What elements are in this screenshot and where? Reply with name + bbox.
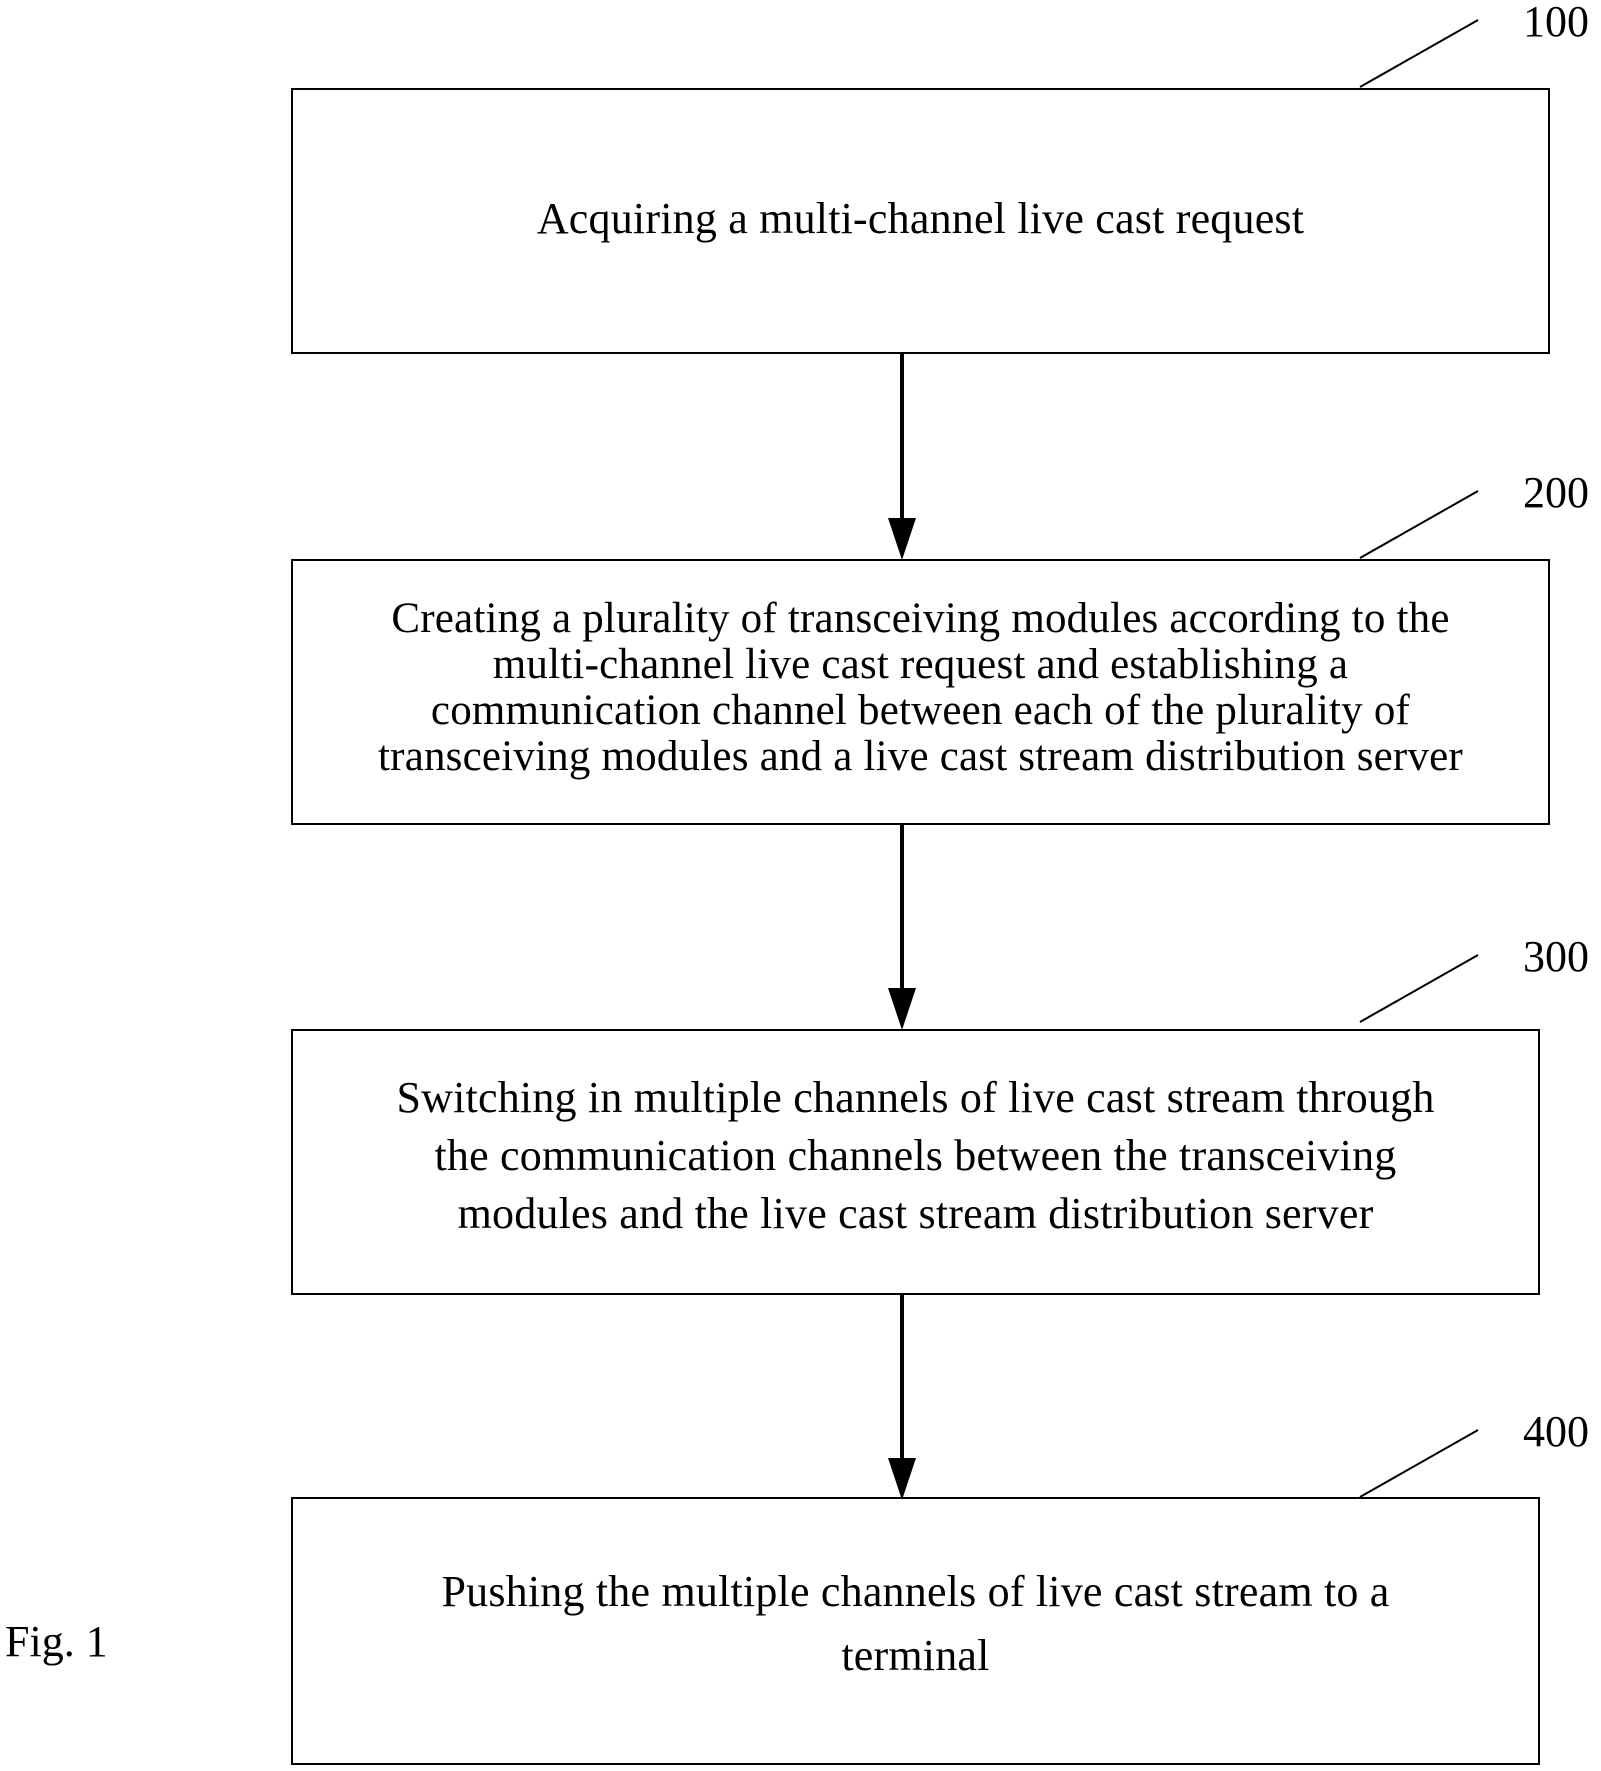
leader-line-300 bbox=[1359, 954, 1479, 1023]
ref-label-100: 100 bbox=[1523, 0, 1589, 46]
step-box-400: Pushing the multiple channels of live ca… bbox=[291, 1497, 1540, 1765]
arrow-300-to-400 bbox=[888, 1294, 916, 1500]
step-text-400: Pushing the multiple channels of live ca… bbox=[441, 1567, 1390, 1680]
leader-line-400 bbox=[1359, 1429, 1479, 1498]
leader-line-100 bbox=[1359, 19, 1479, 88]
arrow-200-to-300 bbox=[888, 824, 916, 1030]
ref-label-300: 300 bbox=[1523, 932, 1589, 981]
step-text-200: Creating a plurality of transceiving mod… bbox=[378, 595, 1463, 780]
ref-label-200: 200 bbox=[1523, 468, 1589, 517]
step-box-100: Acquiring a multi-channel live cast requ… bbox=[291, 88, 1550, 354]
leader-line-200 bbox=[1359, 490, 1479, 559]
ref-label-400: 400 bbox=[1523, 1407, 1589, 1456]
figure-label: Fig. 1 bbox=[5, 1617, 108, 1666]
step-box-300: Switching in multiple channels of live c… bbox=[291, 1029, 1540, 1295]
step-box-200: Creating a plurality of transceiving mod… bbox=[291, 559, 1550, 825]
step-text-100: Acquiring a multi-channel live cast requ… bbox=[536, 194, 1305, 243]
step-text-300: Switching in multiple channels of live c… bbox=[396, 1073, 1435, 1238]
arrow-100-to-200 bbox=[888, 353, 916, 560]
